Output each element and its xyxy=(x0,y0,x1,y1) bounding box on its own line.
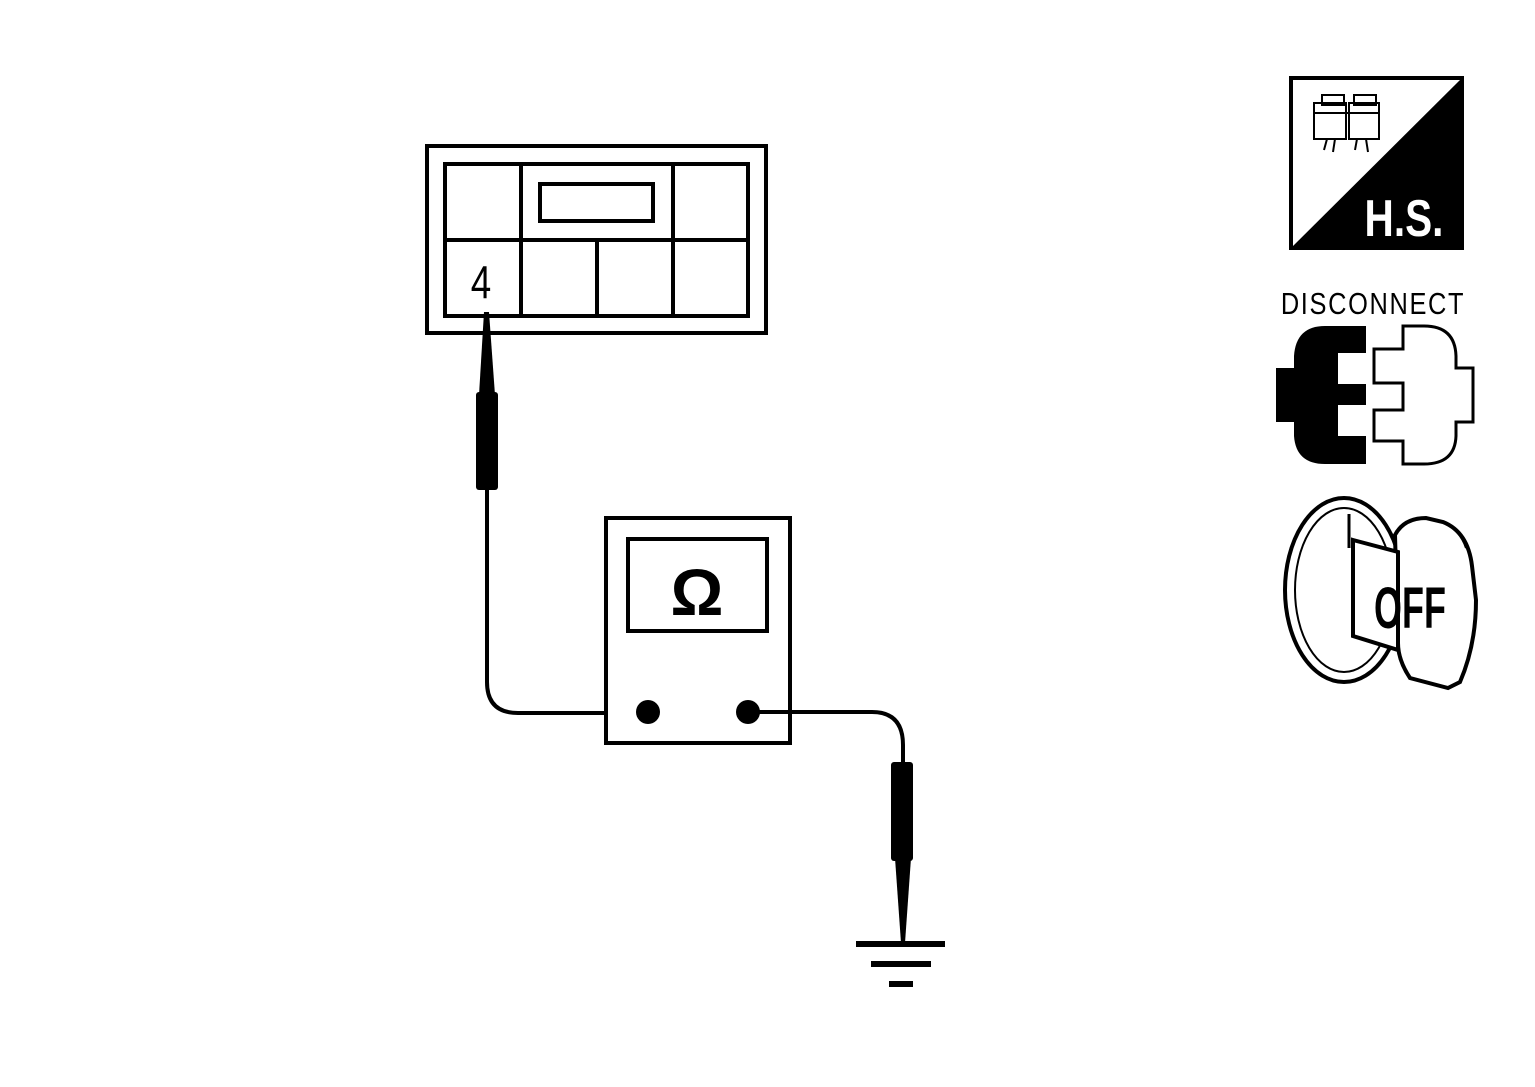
probe-tip xyxy=(479,312,495,395)
ground-symbol-icon xyxy=(856,941,945,987)
mini-connector-icon xyxy=(1313,94,1380,153)
probe-lead-ground xyxy=(748,710,913,943)
key-head xyxy=(1392,515,1479,691)
meter-terminal-negative xyxy=(636,700,660,724)
ohm-symbol: Ω xyxy=(671,555,724,629)
connector: 4 xyxy=(425,144,768,335)
test-lead-wire xyxy=(748,710,905,765)
disconnect-connector-right xyxy=(1372,324,1475,466)
connector-lock-tab xyxy=(538,182,655,223)
key-blade xyxy=(1351,537,1400,653)
disconnect-connector-left xyxy=(1276,326,1366,464)
ignition-off-label: OFF xyxy=(1374,576,1446,641)
terminal-number-label: 4 xyxy=(471,256,491,308)
test-lead-wire xyxy=(485,490,648,715)
harness-side-icon: H.S. xyxy=(1289,76,1464,250)
probe-handle xyxy=(891,762,913,861)
harness-side-label: H.S. xyxy=(1365,189,1444,247)
probe-tip xyxy=(895,858,911,943)
disconnect-label: DISCONNECT xyxy=(1281,287,1465,322)
disconnect-icon: DISCONNECT xyxy=(1276,287,1475,466)
meter-display xyxy=(626,537,769,633)
ohmmeter: Ω xyxy=(604,516,792,745)
probe-lead-terminal xyxy=(476,312,648,715)
probe-handle xyxy=(476,392,498,490)
ignition-key-off-icon: OFF xyxy=(1283,496,1479,691)
connector-outer-housing xyxy=(425,144,768,335)
